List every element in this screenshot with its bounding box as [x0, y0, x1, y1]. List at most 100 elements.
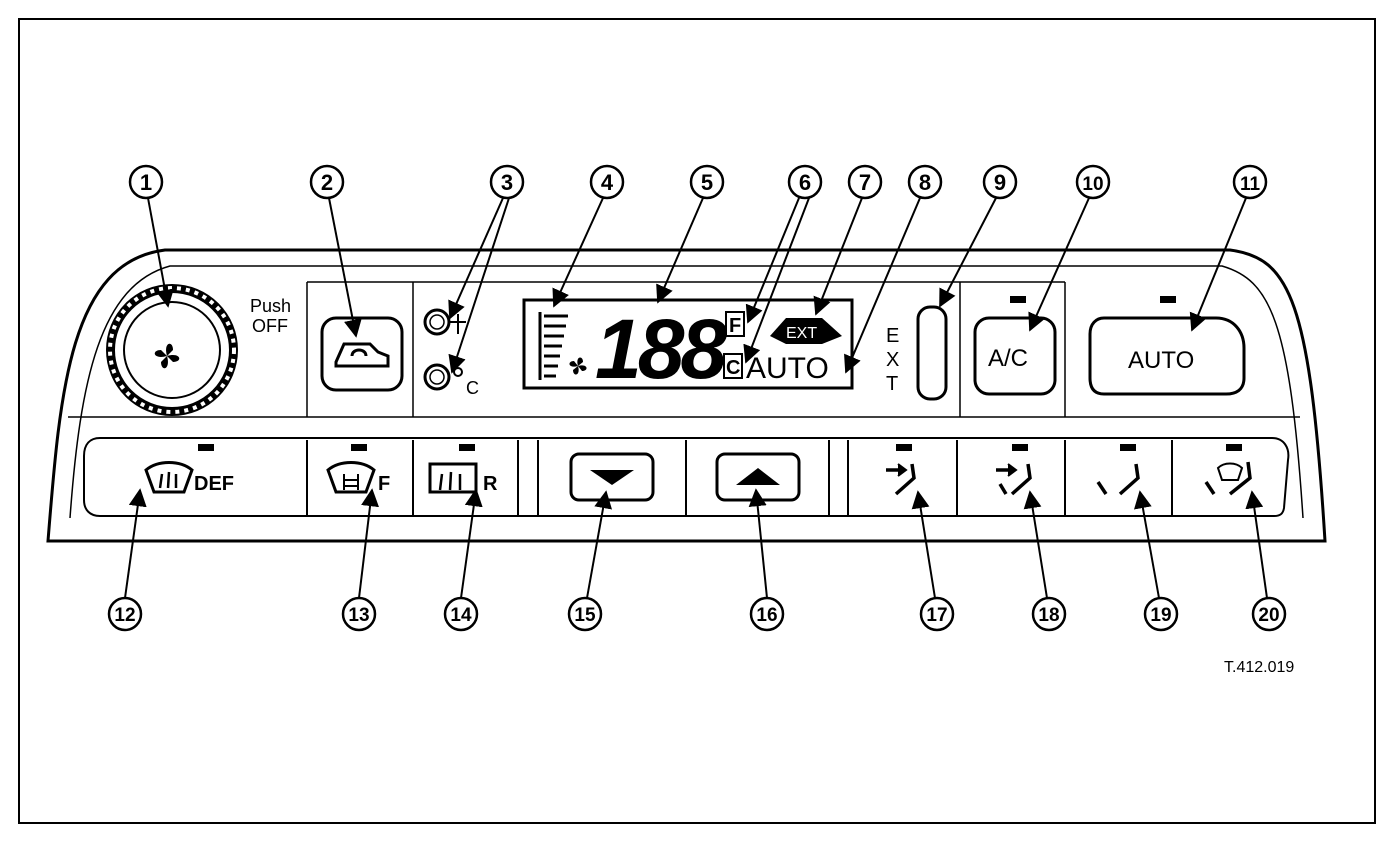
sensor-unit-label: C — [466, 378, 479, 398]
callout-5: 5 — [689, 164, 725, 200]
recirculation-button[interactable] — [320, 316, 404, 392]
figure-border — [18, 18, 1376, 824]
front-screen-heat-icon — [326, 461, 376, 494]
auto-button[interactable]: AUTO — [1088, 316, 1246, 396]
ext-badge-label: EXT — [786, 325, 817, 342]
callout-3: 3 — [489, 164, 525, 200]
callout-6: 6 — [787, 164, 823, 200]
svg-text:7: 7 — [859, 170, 871, 195]
foot-vent-icon — [1096, 463, 1140, 496]
foot-vent-button[interactable] — [1096, 463, 1140, 496]
callout-13: 13 — [341, 596, 377, 632]
control-panel — [46, 248, 1327, 543]
up-triangle-icon — [736, 468, 780, 485]
rear-screen-heat-icon — [428, 462, 478, 494]
top-callouts: 1 2 3 4 5 6 7 8 9 10 11 — [128, 164, 1268, 200]
ext-letter-t: T — [886, 373, 898, 395]
callout-15: 15 — [567, 596, 603, 632]
svg-text:9: 9 — [994, 170, 1006, 195]
front-label: F — [378, 473, 390, 495]
callout-11: 11 — [1232, 164, 1268, 200]
temperature-down-button[interactable] — [569, 452, 655, 502]
svg-text:6: 6 — [799, 170, 811, 195]
callout-20: 20 — [1251, 596, 1287, 632]
front-screen-heat-button[interactable]: F — [326, 461, 390, 496]
svg-text:11: 11 — [1240, 174, 1261, 195]
auto-label: AUTO — [1128, 347, 1194, 374]
svg-text:14: 14 — [450, 605, 472, 626]
ext-button[interactable] — [916, 305, 948, 401]
callout-19: 19 — [1143, 596, 1179, 632]
lower-row-frame — [83, 437, 1290, 517]
windscreen-defrost-icon — [144, 461, 194, 494]
svg-text:13: 13 — [348, 605, 369, 626]
temperature-readout: 188 — [595, 302, 727, 396]
face-foot-vent-icon — [996, 463, 1032, 496]
ext-letter-e: E — [886, 325, 899, 347]
down-triangle-icon — [590, 470, 634, 485]
svg-text:4: 4 — [601, 170, 614, 195]
off-label: OFF — [252, 316, 288, 336]
svg-text:15: 15 — [574, 605, 596, 626]
callout-12: 12 — [107, 596, 143, 632]
svg-text:16: 16 — [756, 605, 777, 626]
callout-10: 10 — [1075, 164, 1111, 200]
ac-indicator-led — [1010, 296, 1026, 303]
def-label: DEF — [194, 473, 234, 495]
sun-sensor — [423, 308, 466, 336]
unit-f-label: F — [729, 315, 741, 337]
face-vent-icon — [886, 463, 916, 496]
callout-17: 17 — [919, 596, 955, 632]
svg-text:8: 8 — [919, 170, 931, 195]
face-foot-vent-button[interactable] — [996, 463, 1032, 496]
bottom-callouts: 12 13 14 15 16 17 18 19 20 — [107, 596, 1287, 632]
callout-8: 8 — [907, 164, 943, 200]
ext-letter-x: X — [886, 349, 899, 371]
svg-text:2: 2 — [321, 170, 333, 195]
lower-row-leds — [198, 444, 1242, 451]
callout-4: 4 — [589, 164, 625, 200]
leader-lines — [124, 197, 1268, 599]
lcd-display: 188 F C EXT AUTO — [522, 298, 854, 396]
svg-text:1: 1 — [140, 170, 152, 195]
defrost-button[interactable]: DEF — [86, 440, 305, 514]
callout-1: 1 — [128, 164, 164, 200]
svg-text:17: 17 — [926, 605, 947, 626]
callout-18: 18 — [1031, 596, 1067, 632]
fan-speed-knob[interactable] — [106, 284, 238, 416]
fan-icon — [154, 343, 180, 369]
callout-16: 16 — [749, 596, 785, 632]
display-fan-icon — [569, 357, 587, 375]
unit-c-box — [723, 353, 743, 379]
ac-button[interactable]: A/C — [973, 316, 1057, 396]
svg-text:19: 19 — [1150, 605, 1171, 626]
temperature-up-button[interactable] — [715, 452, 801, 502]
svg-text:18: 18 — [1038, 605, 1059, 626]
temperature-sensor: C — [423, 363, 479, 398]
callout-2: 2 — [309, 164, 345, 200]
face-vent-button[interactable] — [886, 463, 916, 496]
figure-reference: T.412.019 — [1224, 659, 1294, 676]
svg-text:10: 10 — [1082, 174, 1103, 195]
recirculation-car-icon — [334, 342, 390, 368]
push-label: Push — [250, 296, 291, 316]
svg-text:12: 12 — [114, 605, 135, 626]
svg-text:3: 3 — [501, 170, 513, 195]
callout-14: 14 — [443, 596, 479, 632]
rear-label: R — [483, 473, 498, 495]
foot-screen-vent-icon — [1204, 461, 1252, 496]
ac-label: A/C — [988, 345, 1028, 372]
unit-f-box — [725, 311, 745, 337]
display-auto-label: AUTO — [746, 352, 829, 385]
ext-indicator: EXT — [770, 318, 842, 344]
svg-text:5: 5 — [701, 170, 713, 195]
unit-c-label: C — [726, 357, 740, 379]
auto-indicator-led — [1160, 296, 1176, 303]
callout-9: 9 — [982, 164, 1018, 200]
rear-screen-heat-button[interactable]: R — [428, 462, 498, 495]
foot-screen-vent-button[interactable] — [1204, 461, 1252, 496]
callout-7: 7 — [847, 164, 883, 200]
fan-speed-bars — [538, 312, 568, 380]
svg-text:20: 20 — [1258, 605, 1279, 626]
